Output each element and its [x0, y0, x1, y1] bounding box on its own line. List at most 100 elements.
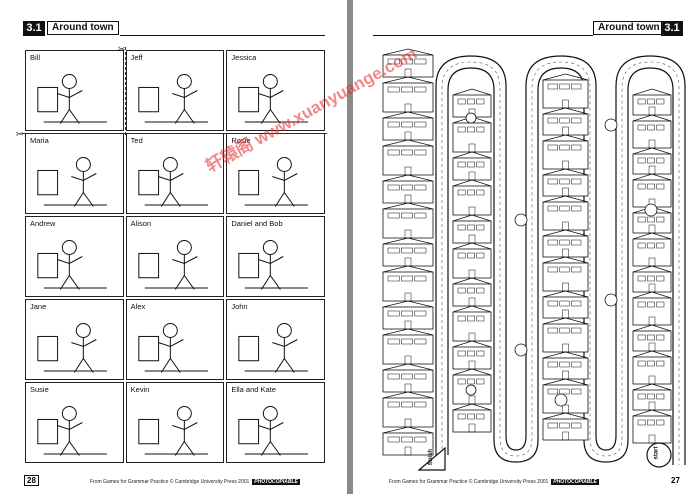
window: [637, 216, 646, 223]
window: [571, 205, 582, 212]
window: [476, 224, 485, 231]
building-roof: [452, 340, 492, 348]
window: [571, 239, 582, 246]
building: [542, 296, 589, 319]
window: [559, 83, 570, 90]
scissors-icon: ✂: [16, 129, 24, 139]
footer: From Games for Grammar Practice © Cambri…: [90, 479, 300, 485]
building-roof: [382, 328, 434, 336]
building: [542, 174, 589, 197]
window: [571, 422, 582, 429]
window: [656, 124, 665, 131]
window: [467, 161, 475, 168]
window: [547, 178, 558, 185]
character-card: Alex: [125, 299, 225, 380]
window: [656, 216, 665, 223]
window: [547, 117, 558, 124]
building: [452, 185, 492, 216]
window: [414, 149, 427, 156]
road-centre-line: [441, 61, 680, 465]
building: [632, 120, 672, 149]
building-roof: [542, 168, 589, 176]
building: [542, 235, 589, 258]
window: [401, 58, 413, 65]
character-illustration: [238, 406, 309, 456]
building-roof: [452, 179, 492, 187]
building-roof: [452, 151, 492, 159]
character-card: Kevin: [125, 382, 225, 463]
character-name: Jessica: [231, 53, 257, 62]
window: [457, 413, 466, 420]
window: [414, 310, 427, 317]
building-roof: [542, 317, 589, 325]
window: [414, 275, 427, 282]
building-roof: [542, 351, 589, 359]
building: [382, 271, 434, 302]
window: [647, 275, 655, 282]
window: [414, 184, 427, 191]
character-name: Rosie: [231, 136, 251, 145]
character-card: Jeff: [125, 50, 225, 131]
window: [467, 252, 475, 259]
building: [382, 397, 434, 428]
building-roof: [542, 195, 589, 203]
window: [647, 124, 655, 131]
building: [452, 311, 492, 342]
window: [637, 301, 646, 308]
building-roof: [542, 412, 589, 420]
building: [542, 323, 589, 353]
buildings: [382, 48, 672, 456]
window: [571, 83, 582, 90]
building: [632, 389, 672, 411]
window: [414, 436, 427, 443]
footer-text: From Games for Grammar Practice © Cambri…: [90, 479, 250, 485]
door: [648, 434, 656, 444]
character-illustration: [137, 406, 208, 456]
window: [476, 252, 485, 259]
window: [559, 361, 570, 368]
building: [632, 94, 672, 116]
building-roof: [632, 232, 672, 240]
town-map: [382, 48, 686, 471]
window: [571, 144, 582, 151]
building: [542, 357, 589, 380]
window: [476, 315, 485, 322]
character-name: Bill: [30, 53, 41, 62]
trees: [465, 112, 658, 407]
character-name: Jane: [30, 302, 47, 311]
window: [414, 212, 427, 219]
window: [559, 178, 570, 185]
building-roof: [452, 305, 492, 313]
window: [637, 124, 646, 131]
window: [414, 373, 427, 380]
building-roof: [382, 76, 434, 84]
window: [414, 401, 427, 408]
window: [547, 327, 558, 334]
building: [542, 201, 589, 231]
window: [647, 334, 655, 341]
window: [656, 183, 665, 190]
building-roof: [542, 229, 589, 237]
window: [401, 86, 413, 93]
window: [476, 189, 485, 196]
window: [656, 334, 665, 341]
window: [547, 300, 558, 307]
building-roof: [452, 368, 492, 376]
window: [547, 266, 558, 273]
window: [559, 388, 570, 395]
character-illustration: [37, 74, 107, 124]
window: [401, 275, 413, 282]
building: [632, 356, 672, 385]
window: [401, 121, 413, 128]
building-roof: [382, 139, 434, 147]
character-name: Ella and Kate: [231, 385, 276, 394]
building-roof: [632, 291, 672, 299]
window: [387, 58, 400, 65]
window: [571, 266, 582, 273]
window: [387, 86, 400, 93]
window: [656, 98, 665, 105]
window: [387, 310, 400, 317]
building: [452, 346, 492, 370]
window: [401, 247, 413, 254]
start-label: start: [653, 446, 660, 460]
